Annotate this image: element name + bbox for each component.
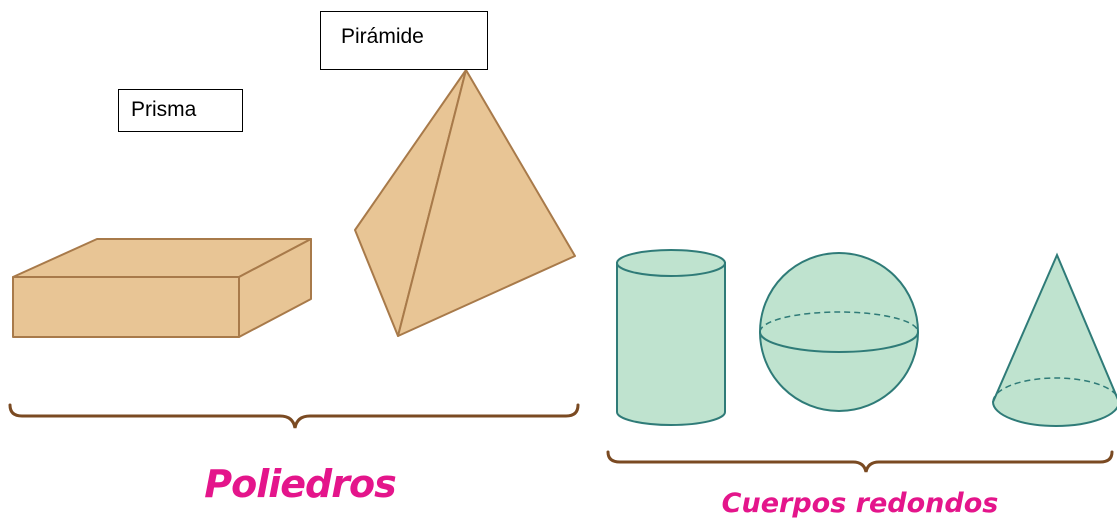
prism-shape [12, 238, 312, 338]
round-bodies-brace [606, 450, 1114, 473]
sphere-shape [759, 252, 919, 412]
polyhedra-label: Poliedros [204, 462, 396, 506]
prism-label: Prisma [118, 89, 243, 132]
cone-shape [991, 252, 1117, 427]
round-bodies-label: Cuerpos redondos [721, 488, 999, 519]
polyhedra-brace [8, 403, 580, 429]
cylinder-shape [616, 249, 726, 426]
pyramid-shape [354, 69, 576, 337]
pyramid-label: Pirámide [320, 11, 488, 70]
